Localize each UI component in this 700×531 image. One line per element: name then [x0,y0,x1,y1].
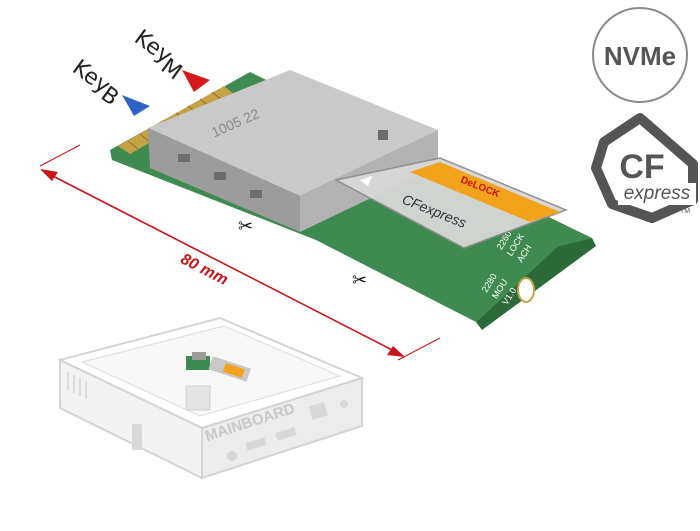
trademark-text: TM [680,208,690,215]
cfexpress-card: DeLOCK CFexpress [333,157,569,249]
nvme-text: NVMe [604,41,676,71]
scissors-icon: ✂ [238,216,253,236]
scissors-icon: ✂ [352,270,367,290]
key-m-arrow [182,70,210,92]
dimension-label: 80 mm [178,251,231,289]
express-logo-text: express [624,183,691,204]
key-m-label: Key M [130,25,210,92]
cf-logo-text: CF [619,148,664,186]
key-b-arrow [122,95,150,116]
nvme-badge: NVMe [592,7,688,103]
key-b-label: Key B [68,55,150,116]
cfexpress-logo: CF express TM [591,113,698,223]
mini-pc: MAINBOARD [57,316,365,480]
